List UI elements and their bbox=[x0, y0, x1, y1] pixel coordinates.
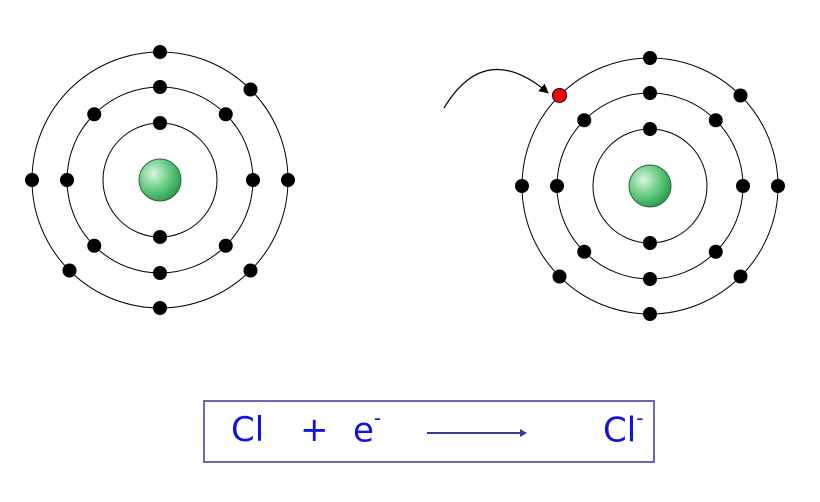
electron bbox=[736, 179, 750, 193]
electron bbox=[643, 307, 657, 321]
electron bbox=[708, 244, 723, 259]
plus-sign: + bbox=[300, 410, 329, 450]
electron bbox=[153, 45, 167, 59]
electron bbox=[771, 179, 785, 193]
electron bbox=[153, 230, 167, 244]
nucleus bbox=[628, 164, 672, 208]
electron bbox=[246, 173, 260, 187]
reactant-chlorine: Cl bbox=[231, 410, 265, 450]
added-electron bbox=[551, 87, 567, 103]
electron-transfer-arrow bbox=[443, 68, 549, 109]
electron bbox=[281, 173, 295, 187]
electron bbox=[153, 116, 167, 130]
electron bbox=[577, 113, 592, 128]
electron bbox=[643, 272, 657, 286]
electron bbox=[153, 80, 167, 94]
electron bbox=[60, 173, 74, 187]
electron bbox=[218, 107, 233, 122]
electron bbox=[153, 266, 167, 280]
electron bbox=[243, 263, 258, 278]
electron bbox=[25, 173, 39, 187]
equation-box: Cl + e- Cl- bbox=[203, 400, 655, 463]
electron bbox=[550, 179, 564, 193]
product-charge: - bbox=[636, 406, 644, 430]
electron bbox=[733, 88, 748, 103]
electron bbox=[87, 107, 102, 122]
electron-charge: - bbox=[373, 406, 382, 430]
electron bbox=[62, 263, 77, 278]
product-symbol: Cl bbox=[603, 410, 637, 451]
electron bbox=[218, 238, 233, 253]
electron bbox=[515, 179, 529, 193]
electron bbox=[708, 113, 723, 128]
electron bbox=[643, 86, 657, 100]
nucleus bbox=[138, 158, 182, 202]
electron bbox=[552, 269, 567, 284]
electron bbox=[643, 122, 657, 136]
electron bbox=[243, 82, 258, 97]
electron bbox=[87, 238, 102, 253]
electron bbox=[153, 301, 167, 315]
product-chloride: Cl- bbox=[603, 406, 643, 451]
electron-letter: e bbox=[353, 410, 374, 451]
electron-symbol: e- bbox=[353, 406, 381, 451]
electron bbox=[643, 51, 657, 65]
electron bbox=[577, 244, 592, 259]
electron bbox=[733, 269, 748, 284]
electron bbox=[643, 236, 657, 250]
reaction-arrow bbox=[427, 429, 527, 436]
